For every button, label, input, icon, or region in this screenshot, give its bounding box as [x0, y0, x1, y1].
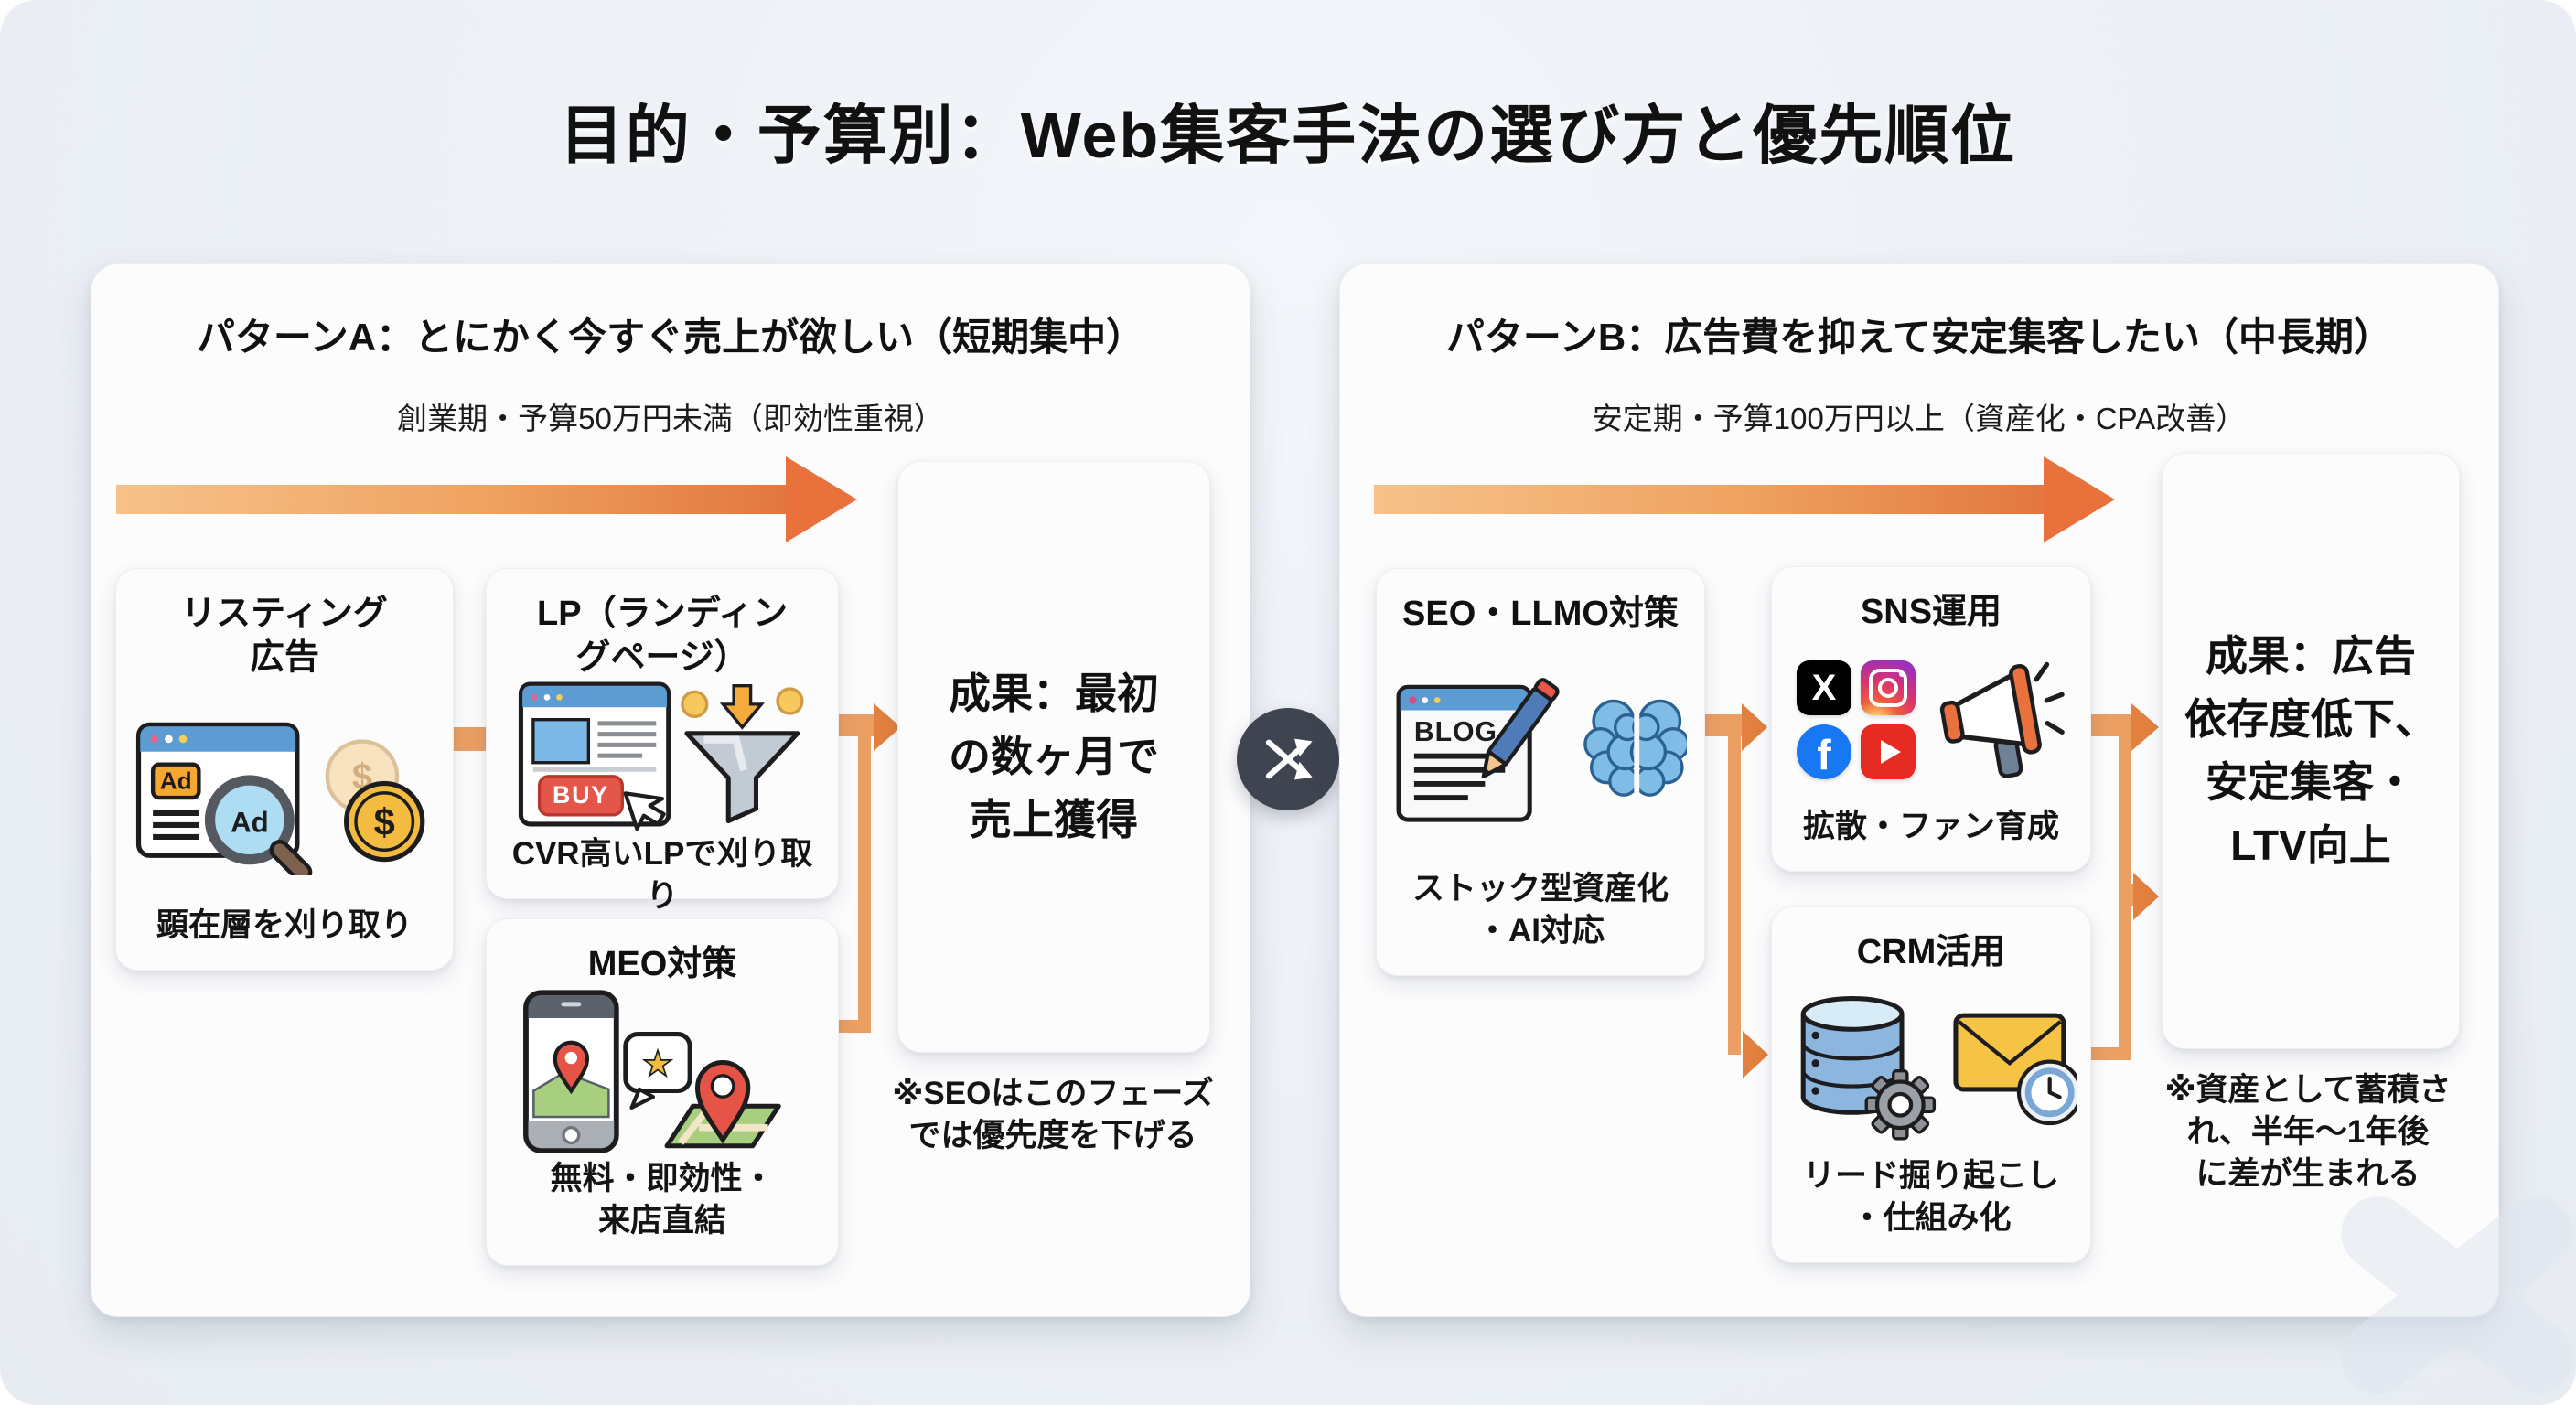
connector-result-top-arrowhead: [2131, 703, 2159, 751]
database-email-icon: [1800, 996, 2077, 1141]
card-crm-title: CRM活用: [1856, 933, 2006, 971]
panel-pattern-b: パターンB：広告費を抑えて安定集客したい（中長期） 安定期・予算100万円以上（…: [1339, 263, 2499, 1317]
connector-crm-arrowhead: [1743, 1031, 1768, 1078]
connector-vertical-seo: [1728, 714, 1741, 1055]
connector-mid-stub: [2119, 884, 2135, 906]
clock-icon: [2016, 1059, 2077, 1126]
card-lp-title: LP（ランディン グページ）: [537, 595, 788, 677]
facebook-icon: f: [1797, 724, 1852, 779]
card-meo: MEO対策 ★: [486, 918, 839, 1266]
youtube-icon: [1861, 724, 1916, 779]
instagram-dot: [1899, 671, 1905, 677]
pattern-a-subtitle: 創業期・予算50万円未満（即効性重視）: [397, 402, 944, 435]
flow-arrow-a-head: [786, 456, 857, 542]
buy-button-text: BUY: [553, 781, 609, 809]
ad-lens-text: Ad: [231, 806, 269, 838]
card-seo-llmo: SEO・LLMO対策 BLOG: [1376, 568, 1705, 976]
social-icons-grid: X f: [1797, 660, 1916, 779]
connector-sns-arrowhead: [1742, 703, 1767, 751]
pencil-icon: [1481, 678, 1560, 779]
gear-icon: [1864, 1069, 1937, 1141]
panel-pattern-a: パターンA：とにかく今すぐ売上が欲しい（短期集中） 創業期・予算50万円未満（即…: [91, 263, 1250, 1317]
result-box-a: 成果：最初 の数ヶ月で 売上獲得: [897, 461, 1210, 1053]
card-sns: SNS運用 X f: [1771, 566, 2091, 872]
card-lp-caption: CVR高いLPで刈り取り: [511, 836, 813, 914]
card-meo-caption: 無料・即効性・ 来店直結: [550, 1161, 775, 1239]
star-review-text: ★: [642, 1045, 674, 1084]
pattern-b-subtitle: 安定期・予算100万円以上（資産化・CPA改善）: [1592, 402, 2247, 435]
connector-listing-to-lp: [454, 727, 487, 751]
result-box-b: 成果：広告 依存度低下、 安定集客・ LTV向上: [2162, 453, 2460, 1049]
pattern-b-header: パターンB：広告費を抑えて安定集客したい（中長期）: [1445, 316, 2393, 359]
card-sns-title: SNS運用: [1860, 593, 2002, 631]
card-crm-caption: リード掘り起こし ・仕組み化: [1802, 1158, 2059, 1236]
swap-circle: [1237, 708, 1339, 810]
youtube-play-icon: [1880, 740, 1901, 764]
flow-arrow-a: [116, 485, 788, 514]
connector-result-mid-arrowhead: [2133, 873, 2159, 920]
card-seo-caption: ストック型資産化 ・AI対応: [1411, 871, 1669, 949]
card-seo-title: SEO・LLMO対策: [1402, 595, 1679, 633]
x-glyph: X: [1811, 667, 1837, 708]
blog-brain-icon: BLOG: [1396, 678, 1687, 822]
result-text-b: 成果：広告 依存度低下、 安定集客・ LTV向上: [2184, 632, 2437, 869]
coin-front-dollar: $: [374, 800, 395, 843]
card-listing-caption: 顕在層を刈り取り: [156, 906, 413, 943]
instagram-lens: [1878, 678, 1898, 698]
card-crm: CRM活用: [1771, 906, 2091, 1263]
facebook-glyph: f: [1817, 731, 1831, 778]
card-sns-caption: 拡散・ファン育成: [1802, 808, 2059, 844]
connector-crm-elbow: [2091, 1047, 2124, 1060]
phone-map-pin-icon: ★: [523, 990, 781, 1153]
megaphone-icon: [1939, 661, 2065, 778]
card-listing-title: リスティング 広告: [181, 595, 388, 677]
connector-vertical-a: [858, 714, 871, 1033]
flow-arrow-b-head: [2044, 456, 2115, 542]
brain-icon: [1583, 699, 1687, 798]
page-title: 目的・予算別：Web集客手法の選び方と優先順位: [559, 100, 2017, 171]
card-meo-title: MEO対策: [587, 945, 737, 983]
instagram-frame: [1869, 669, 1907, 707]
lp-browser-funnel-icon: BUY: [518, 681, 804, 831]
card-listing-ads: リスティング 広告 Ad Ad $ $: [115, 568, 454, 971]
blog-text: BLOG: [1414, 717, 1497, 747]
note-a: ※SEOはこのフェーズ では優先度を下げる: [892, 1076, 1214, 1154]
lp-icons: BUY: [511, 680, 813, 833]
x-icon: X: [1797, 660, 1852, 715]
shuffle-icon: [1265, 738, 1313, 780]
ad-badge-text: Ad: [160, 767, 192, 794]
note-b: ※資産として蓄積さ れ、半年〜1年後 に差が生まれる: [2164, 1072, 2452, 1193]
pattern-a-header: パターンA：とにかく今すぐ売上が欲しい（短期集中）: [196, 316, 1145, 359]
instagram-icon: [1861, 660, 1916, 715]
result-text-a: 成果：最初 の数ヶ月で 売上獲得: [949, 670, 1159, 843]
ad-browser-coins-icon: Ad Ad $ $: [135, 722, 425, 875]
crm-icons: [1785, 975, 2077, 1156]
sns-icons: X f: [1797, 635, 2066, 806]
listing-icons: Ad Ad $ $: [134, 680, 435, 905]
meo-icons: ★: [516, 987, 809, 1159]
card-landing-page: LP（ランディン グページ） BUY: [486, 568, 839, 914]
connector-lp-arrowhead: [874, 703, 901, 751]
seo-icons: BLOG: [1394, 637, 1687, 869]
flow-arrow-b: [1374, 485, 2045, 514]
